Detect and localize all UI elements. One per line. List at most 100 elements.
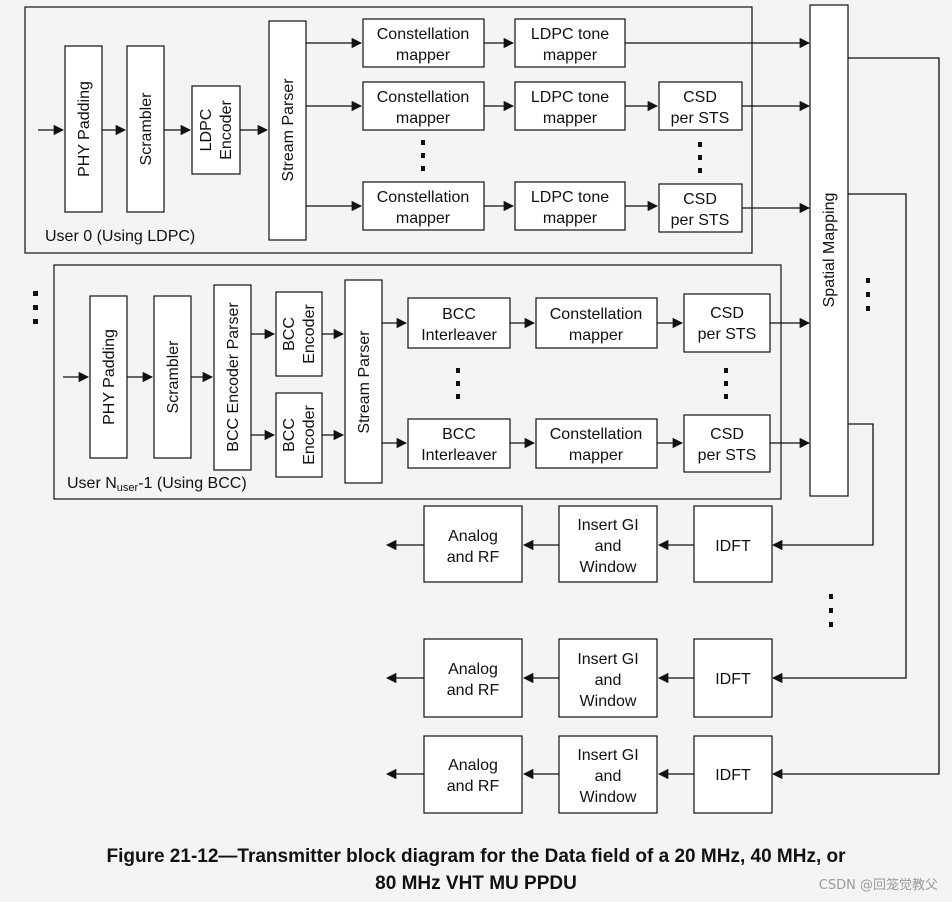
svg-text:mapper: mapper [569, 447, 624, 464]
svg-text:mapper: mapper [569, 327, 624, 344]
insert-gi-window-block-3: Insert GI and Window [558, 735, 658, 814]
userN-group-label: User Nuser-1 (Using BCC) [67, 475, 247, 494]
svg-text:per STS: per STS [671, 110, 730, 127]
user0-ldpc-encoder-block: LDPC Encoder [191, 85, 241, 175]
userN-bcc-interleaver-2: BCC Interleaver [407, 418, 511, 469]
svg-text:Encoder: Encoder [218, 100, 235, 160]
svg-text:and: and [595, 538, 622, 555]
svg-text:mapper: mapper [543, 110, 598, 127]
svg-text:LDPC: LDPC [198, 109, 215, 152]
svg-text:Spatial Mapping: Spatial Mapping [821, 193, 838, 308]
analog-rf-block-3: Analog and RF [423, 735, 523, 814]
svg-text:Scrambler: Scrambler [138, 92, 155, 166]
svg-text:CSD: CSD [683, 191, 717, 208]
svg-text:IDFT: IDFT [715, 671, 751, 688]
user0-group-label: User 0 (Using LDPC) [45, 228, 195, 245]
idft-block-1: IDFT [693, 505, 773, 583]
svg-text:mapper: mapper [543, 47, 598, 64]
svg-text:per STS: per STS [698, 326, 757, 343]
svg-text:per STS: per STS [698, 447, 757, 464]
svg-text:PHY Padding: PHY Padding [101, 329, 118, 425]
svg-text:CSD: CSD [683, 89, 717, 106]
idft-block-3: IDFT [693, 735, 773, 814]
svg-text:Stream Parser: Stream Parser [280, 78, 297, 182]
svg-text:Interleaver: Interleaver [421, 447, 497, 464]
user0-constellation-mapper-1: Constellation mapper [362, 18, 485, 68]
svg-text:Window: Window [580, 559, 637, 576]
svg-text:IDFT: IDFT [715, 767, 751, 784]
analog-rf-block-1: Analog and RF [423, 505, 523, 583]
svg-text:LDPC tone: LDPC tone [531, 89, 609, 106]
svg-text:Analog: Analog [448, 661, 498, 678]
user0-csd-per-sts-2: CSD per STS [658, 183, 743, 233]
userN-constellation-mapper-2: Constellation mapper [535, 418, 658, 469]
userN-stream-parser-block: Stream Parser [344, 279, 383, 484]
svg-text:Insert GI: Insert GI [577, 651, 638, 668]
figure-caption-line-1: Figure 21-12—Transmitter block diagram f… [106, 846, 846, 867]
svg-text:IDFT: IDFT [715, 538, 751, 555]
userN-ellipsis-dots [456, 368, 728, 399]
svg-text:CSD: CSD [710, 305, 744, 322]
spatial-mapping-output-lines [771, 57, 940, 780]
svg-text:Window: Window [580, 693, 637, 710]
user0-scrambler-block: Scrambler [126, 45, 165, 213]
svg-text:Encoder: Encoder [301, 405, 318, 465]
userN-group [53, 264, 782, 500]
user0-constellation-mapper-2: Constellation mapper [362, 81, 485, 131]
svg-text:Constellation: Constellation [377, 26, 470, 43]
watermark: CSDN @回笼觉教父 [818, 878, 938, 893]
user0-group [24, 6, 753, 254]
user0-constellation-mapper-3: Constellation mapper [362, 181, 485, 231]
svg-text:BCC: BCC [281, 418, 298, 452]
svg-text:Insert GI: Insert GI [577, 747, 638, 764]
user0-stream-parser-block: Stream Parser [268, 20, 307, 241]
figure-caption-line-2: 80 MHz VHT MU PPDU [375, 873, 577, 894]
svg-text:mapper: mapper [396, 110, 451, 127]
svg-text:mapper: mapper [543, 210, 598, 227]
spatial-mapping-output-dots [866, 278, 870, 311]
output-chain-3: IDFT Insert GI and Window Analog and RF [385, 735, 773, 814]
insert-gi-window-block-1: Insert GI and Window [558, 505, 658, 583]
svg-text:Analog: Analog [448, 757, 498, 774]
spatial-mapping-block: Spatial Mapping [809, 4, 849, 497]
output-chain-1: IDFT Insert GI and Window Analog and RF [385, 505, 773, 583]
user0-csd-per-sts-1: CSD per STS [658, 81, 743, 131]
svg-text:PHY Padding: PHY Padding [76, 81, 93, 177]
svg-text:LDPC tone: LDPC tone [531, 26, 609, 43]
userN-constellation-mapper-1: Constellation mapper [535, 297, 658, 349]
svg-text:BCC: BCC [281, 317, 298, 351]
svg-text:per STS: per STS [671, 212, 730, 229]
userN-bcc-interleaver-1: BCC Interleaver [407, 297, 511, 349]
user0-connectors [38, 37, 811, 214]
svg-text:Stream Parser: Stream Parser [356, 330, 373, 434]
svg-text:Constellation: Constellation [377, 189, 470, 206]
userN-phy-padding-block: PHY Padding [89, 295, 128, 459]
svg-text:Constellation: Constellation [550, 306, 643, 323]
analog-rf-block-2: Analog and RF [423, 638, 523, 718]
svg-text:Constellation: Constellation [377, 89, 470, 106]
svg-text:and RF: and RF [447, 778, 500, 795]
userN-bcc-encoder-2: BCC Encoder [275, 392, 323, 478]
userN-scrambler-block: Scrambler [153, 295, 192, 459]
users-ellipsis-dots [33, 291, 38, 324]
svg-text:and: and [595, 768, 622, 785]
user0-ellipsis-dots [421, 140, 702, 173]
svg-text:BCC Encoder Parser: BCC Encoder Parser [225, 302, 242, 452]
userN-bcc-encoder-1: BCC Encoder [275, 291, 323, 377]
svg-text:and RF: and RF [447, 682, 500, 699]
svg-text:Interleaver: Interleaver [421, 327, 497, 344]
svg-text:LDPC tone: LDPC tone [531, 189, 609, 206]
user0-ldpc-tone-mapper-3: LDPC tone mapper [514, 181, 626, 231]
user0-ldpc-tone-mapper-2: LDPC tone mapper [514, 81, 626, 131]
svg-text:CSD: CSD [710, 426, 744, 443]
svg-text:Encoder: Encoder [301, 304, 318, 364]
output-chain-ellipsis-dots [829, 594, 833, 627]
user0-ldpc-tone-mapper-1: LDPC tone mapper [514, 18, 626, 68]
svg-text:mapper: mapper [396, 47, 451, 64]
svg-text:mapper: mapper [396, 210, 451, 227]
userN-connectors [63, 317, 811, 449]
idft-block-2: IDFT [693, 638, 773, 718]
userN-bcc-encoder-parser-block: BCC Encoder Parser [213, 284, 252, 471]
userN-csd-per-sts-1: CSD per STS [683, 293, 771, 353]
